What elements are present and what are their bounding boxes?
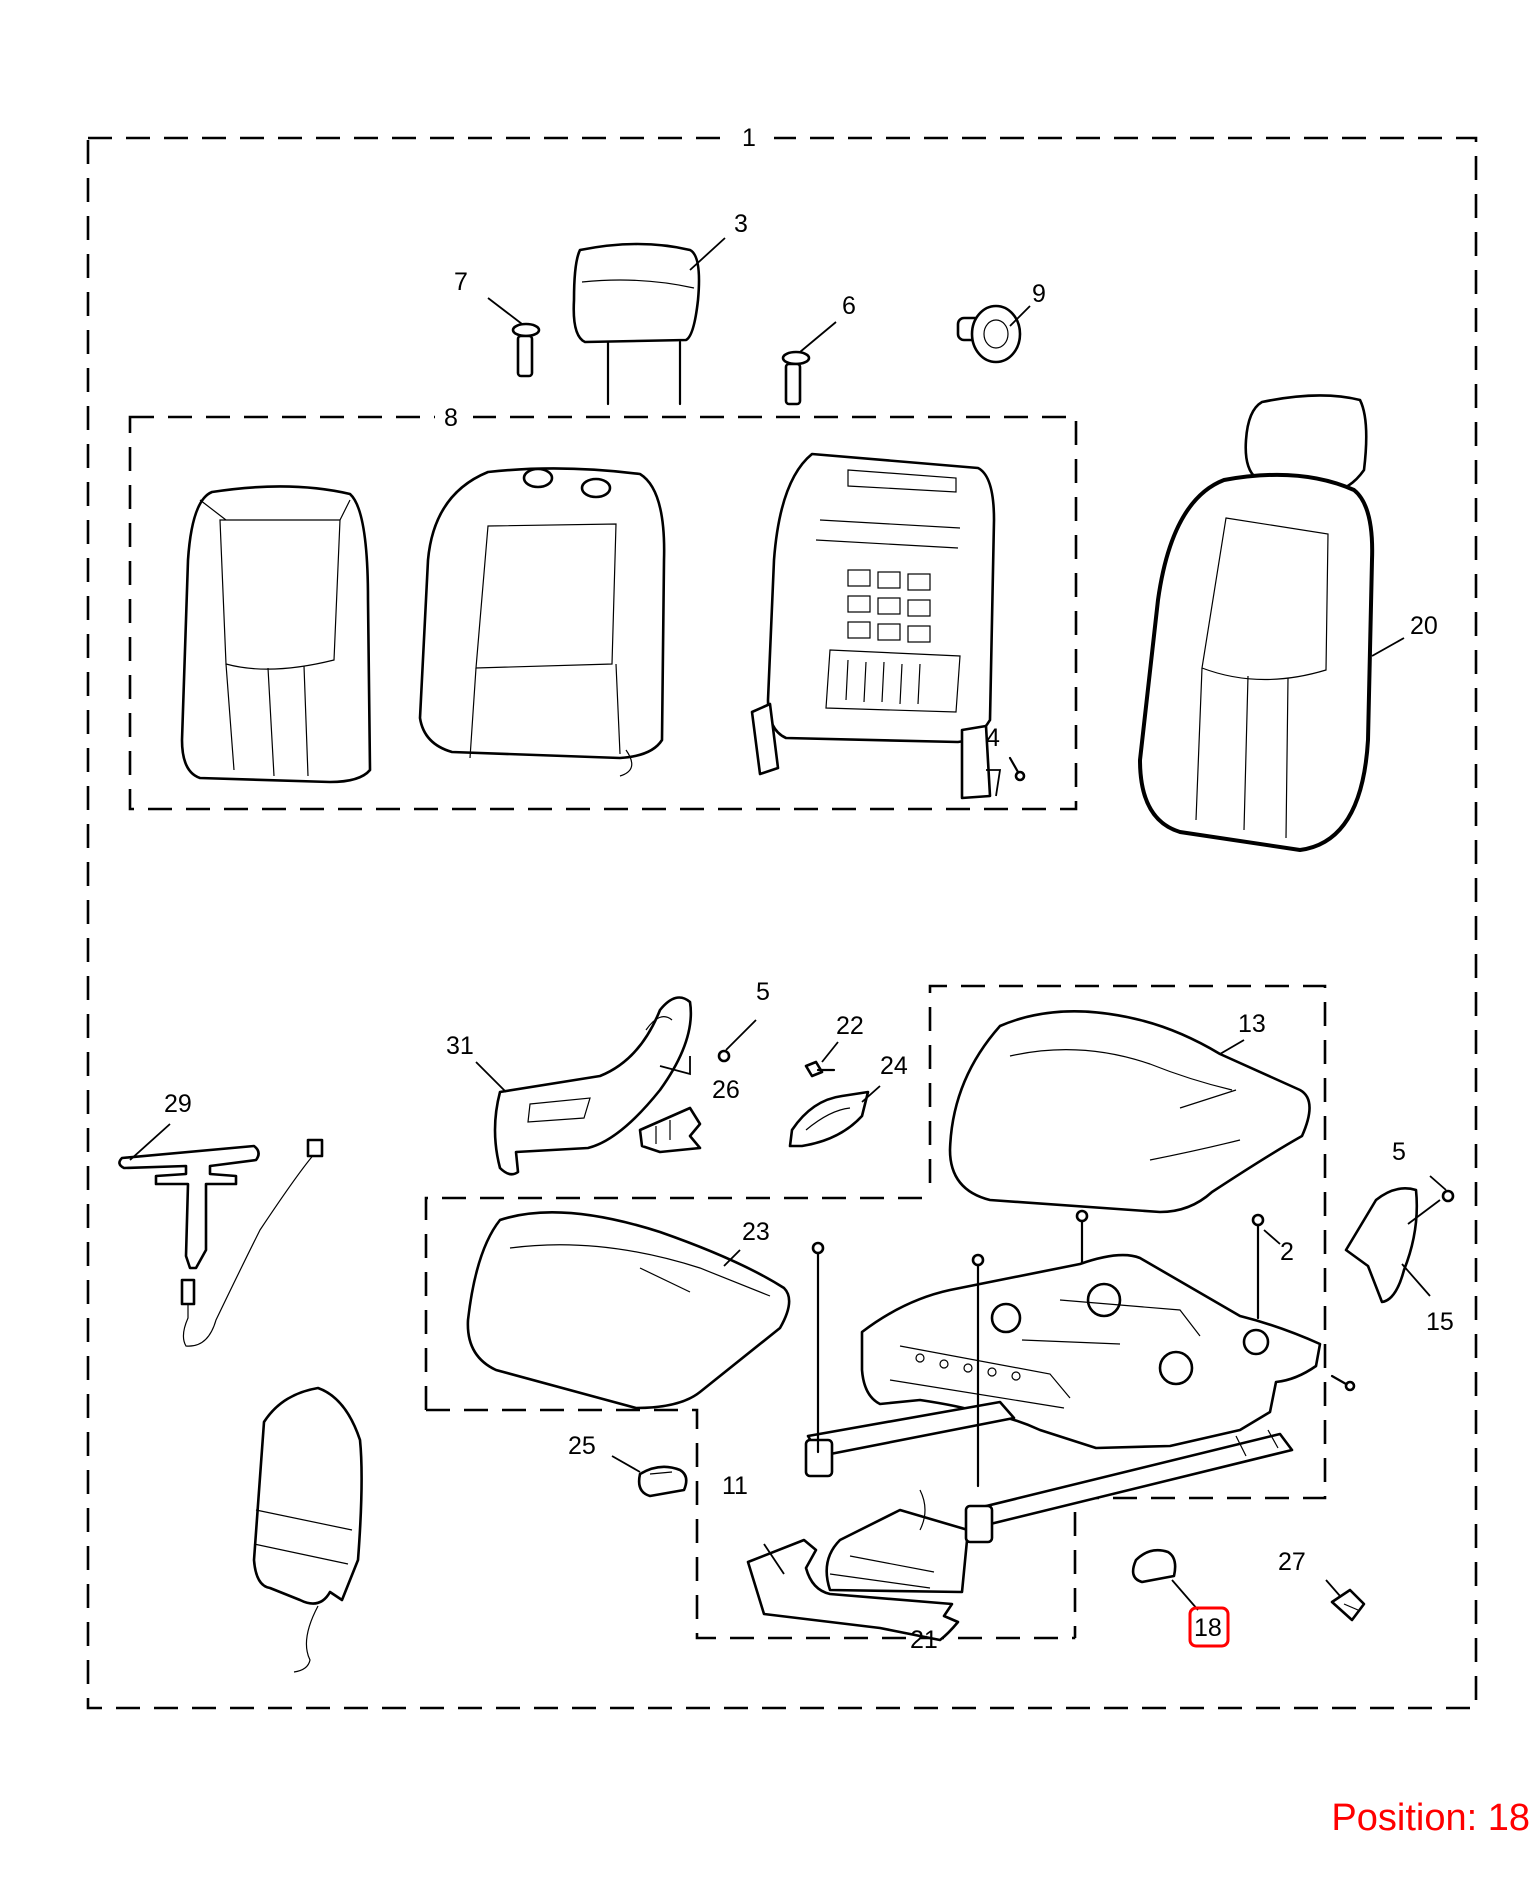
headrest-part [572, 237, 726, 406]
seat-frame-part [804, 1253, 1322, 1544]
backrest-group-boundary [128, 415, 1078, 811]
callout-4: 4 [986, 724, 1000, 752]
callout-5-upper: 5 [756, 978, 770, 1006]
callout-21: 21 [910, 1626, 938, 1654]
callout-22: 22 [836, 1012, 864, 1040]
backrest-cover-part [180, 485, 372, 784]
backrest-frame-part [750, 452, 1002, 800]
heater-group-boundary [426, 1408, 1075, 1640]
side-cover-15-part [1344, 1187, 1441, 1304]
headrest-guide-7 [487, 297, 541, 378]
callout-31: 31 [446, 1032, 474, 1060]
cushion-cover-13-part [948, 1010, 1311, 1214]
callout-13: 13 [1238, 1010, 1266, 1038]
cushion-cover-group-boundary [424, 1196, 930, 1410]
callout-3: 3 [734, 210, 748, 238]
callout-7: 7 [454, 268, 468, 296]
callout-20: 20 [1410, 612, 1438, 640]
headrest-guide-6 [781, 321, 837, 406]
callout-26: 26 [712, 1076, 740, 1104]
highlight-box [1188, 1606, 1230, 1648]
callout-6: 6 [842, 292, 856, 320]
callout-23: 23 [742, 1218, 770, 1246]
screw-4 [1008, 756, 1026, 782]
clip-5-upper [717, 1019, 757, 1063]
knob-9 [956, 304, 1031, 364]
assembly-boundary [86, 136, 1478, 1710]
heater-mat-11-part [746, 1489, 970, 1642]
callout-1: 1 [742, 124, 756, 152]
bracket-26-part [638, 1106, 702, 1154]
callout-5-right: 5 [1392, 1138, 1406, 1166]
callout-18: 18 [1194, 1614, 1222, 1642]
callout-25: 25 [568, 1432, 596, 1460]
callout-15: 15 [1426, 1308, 1454, 1336]
bracket-18-part [1131, 1548, 1199, 1611]
callout-8: 8 [444, 404, 458, 432]
callout-2: 2 [1280, 1238, 1294, 1266]
position-label: Position: 18 [1331, 1797, 1530, 1839]
callout-9: 9 [1032, 280, 1046, 308]
cushion-pad-23-part [466, 1211, 791, 1410]
bolts-2 [811, 1209, 1356, 1488]
callout-27: 27 [1278, 1548, 1306, 1576]
backrest-panel-part [252, 1386, 363, 1673]
callout-11: 11 [722, 1472, 748, 1500]
side-trim-31-part [475, 996, 693, 1176]
clip-25-part [611, 1455, 688, 1498]
bolt-22-part [804, 1041, 839, 1078]
cushion-group-boundary [928, 984, 1327, 1638]
cover-24-part [788, 1085, 881, 1148]
cable-29-part [118, 1123, 324, 1347]
callout-29: 29 [164, 1090, 192, 1118]
clip-27-part [1325, 1579, 1366, 1622]
backrest-pad-part [418, 467, 666, 777]
callout-24: 24 [880, 1052, 908, 1080]
complete-backrest-part [1138, 394, 1405, 852]
clip-5-right [1429, 1175, 1455, 1203]
